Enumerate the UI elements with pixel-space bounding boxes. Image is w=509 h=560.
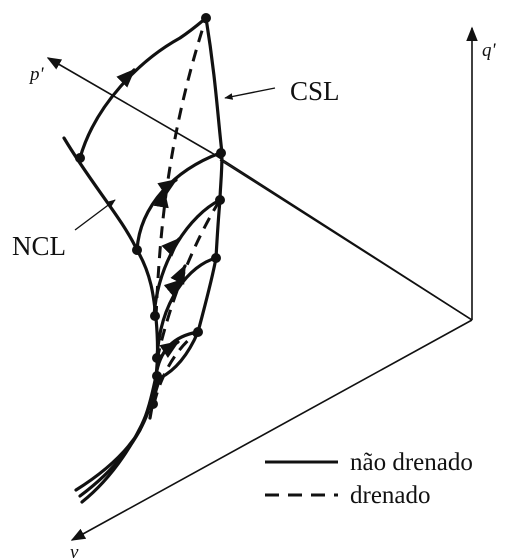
legend: não drenado drenado	[265, 449, 473, 509]
drained-path-3	[152, 330, 199, 405]
point-csl-4	[211, 253, 221, 263]
undrained-path-3-arrow	[161, 237, 181, 257]
point-ncl-4	[152, 353, 162, 363]
point-ncl-1	[75, 153, 85, 163]
v-axis-label: v	[70, 542, 79, 560]
ncl-curve-tail	[78, 410, 150, 498]
drained-path-2-arrow	[170, 264, 187, 285]
point-csl-3	[215, 195, 225, 205]
undrained-path-2-arrow	[157, 178, 178, 196]
p-axis-upper	[46, 57, 213, 154]
point-ncl-3	[150, 311, 160, 321]
undrained-path-1-arrow	[116, 68, 136, 88]
csl-pointer	[224, 87, 276, 100]
state-points	[75, 13, 226, 409]
legend-undrained-label: não drenado	[350, 449, 473, 476]
csl-projection-line	[219, 159, 473, 321]
drained-path-1-arrow	[153, 188, 169, 209]
point-ncl-6	[148, 399, 158, 409]
q-prime-axis-label: q'	[482, 40, 497, 61]
ncl-curve-tail-2	[80, 398, 154, 504]
drained-path-1	[154, 17, 208, 319]
point-csl-2	[216, 148, 226, 158]
point-csl-5	[193, 327, 203, 337]
ncl-curve	[62, 136, 160, 492]
point-csl-1	[201, 13, 211, 23]
undrained-path-1	[78, 16, 208, 160]
point-ncl-2	[132, 245, 142, 255]
ncl-label: NCL	[12, 231, 66, 261]
undrained-path-5-arrow	[159, 340, 180, 358]
p-prime-axis-label: p'	[28, 64, 45, 85]
legend-drained-label: drenado	[350, 482, 431, 509]
axes	[46, 26, 478, 541]
point-ncl-5	[152, 371, 162, 381]
undrained-path-2	[135, 151, 222, 252]
v-axis	[70, 319, 473, 541]
csl-label: CSL	[290, 76, 340, 106]
ncl-pointer	[74, 199, 116, 231]
